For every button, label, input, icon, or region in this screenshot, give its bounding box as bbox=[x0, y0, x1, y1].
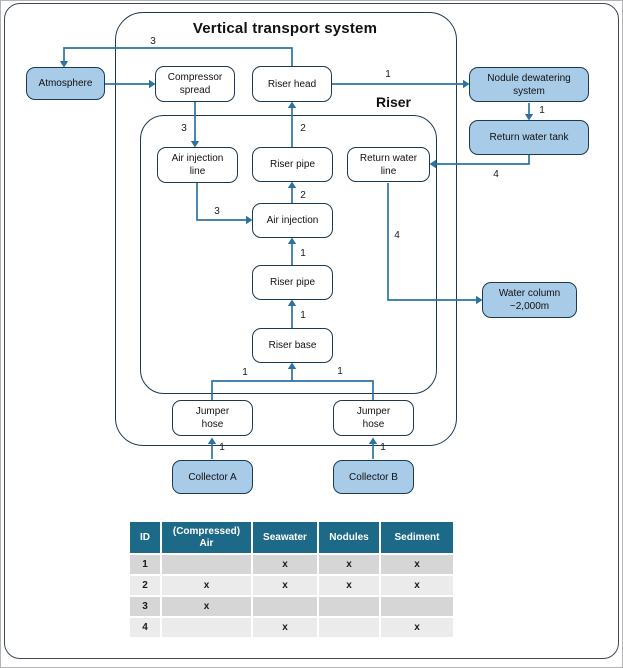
table-cell: x bbox=[381, 576, 453, 595]
diagram-title: Vertical transport system bbox=[192, 20, 378, 37]
flow-line-return-line-to-water-column bbox=[387, 183, 476, 301]
arrowhead-icon bbox=[149, 79, 156, 89]
table-cell bbox=[319, 597, 379, 616]
flow-line-air-injection-line-to-air-injection bbox=[196, 183, 246, 221]
arrowhead-icon bbox=[287, 101, 297, 108]
arrowhead-icon bbox=[429, 159, 436, 169]
riser-label: Riser bbox=[375, 94, 411, 110]
flow-id-label: 1 bbox=[300, 310, 306, 321]
vertical-transport-system-box bbox=[115, 12, 457, 446]
table-cell: 2 bbox=[130, 576, 160, 595]
flow-id-label: 3 bbox=[181, 123, 187, 134]
flow-id-label: 4 bbox=[394, 230, 400, 241]
flow-id-label: 1 bbox=[385, 69, 391, 80]
arrowhead-icon bbox=[190, 141, 200, 148]
flow-id-label: 1 bbox=[380, 442, 386, 453]
flow-line-riser-head-to-atmosphere bbox=[63, 47, 293, 66]
table-cell: x bbox=[319, 555, 379, 574]
table-cell: x bbox=[381, 555, 453, 574]
figure-frame bbox=[4, 3, 619, 659]
arrowhead-icon bbox=[287, 299, 297, 306]
table-header-cell: Seawater bbox=[253, 522, 317, 553]
table-row: 4 x x bbox=[130, 618, 453, 637]
table-cell: 4 bbox=[130, 618, 160, 637]
table-cell: x bbox=[253, 555, 317, 574]
flow-id-label: 3 bbox=[214, 206, 220, 217]
arrowhead-icon bbox=[368, 437, 378, 444]
table-cell: x bbox=[162, 597, 251, 616]
flow-id-label: 2 bbox=[300, 190, 306, 201]
table-cell bbox=[253, 597, 317, 616]
flow-line-return-tank-to-return-line bbox=[436, 155, 530, 165]
table-cell bbox=[162, 618, 251, 637]
table-cell: x bbox=[162, 576, 251, 595]
flow-id-label: 3 bbox=[150, 36, 156, 47]
flow-id-label: 2 bbox=[300, 123, 306, 134]
arrowhead-icon bbox=[287, 362, 297, 369]
flow-line-jumper-hoses-junction bbox=[211, 380, 374, 400]
flow-id-label: 4 bbox=[493, 169, 499, 180]
table-cell: 1 bbox=[130, 555, 160, 574]
table-cell: 3 bbox=[130, 597, 160, 616]
table-header-cell: Nodules bbox=[319, 522, 379, 553]
table-header-cell: Sediment bbox=[381, 522, 453, 553]
arrowhead-icon bbox=[463, 79, 470, 89]
flow-id-label: 1 bbox=[337, 366, 343, 377]
flow-id-label: 1 bbox=[219, 442, 225, 453]
table-cell: x bbox=[319, 576, 379, 595]
table-cell bbox=[162, 555, 251, 574]
table-cell: x bbox=[253, 576, 317, 595]
table-cell bbox=[381, 597, 453, 616]
table-cell: x bbox=[253, 618, 317, 637]
table-cell: x bbox=[381, 618, 453, 637]
arrowhead-icon bbox=[287, 237, 297, 244]
arrowhead-icon bbox=[476, 295, 483, 305]
arrowhead-icon bbox=[524, 114, 534, 121]
arrowhead-icon bbox=[59, 61, 69, 68]
flow-id-label: 1 bbox=[300, 248, 306, 259]
arrowhead-icon bbox=[287, 181, 297, 188]
arrowhead-icon bbox=[246, 215, 253, 225]
table-header-cell: ID bbox=[130, 522, 160, 553]
table-header-cell: (Compressed)Air bbox=[162, 522, 251, 553]
flow-id-label: 1 bbox=[539, 105, 545, 116]
riser-box bbox=[140, 115, 437, 394]
arrowhead-icon bbox=[207, 437, 217, 444]
flow-id-label: 1 bbox=[242, 367, 248, 378]
table-cell bbox=[319, 618, 379, 637]
